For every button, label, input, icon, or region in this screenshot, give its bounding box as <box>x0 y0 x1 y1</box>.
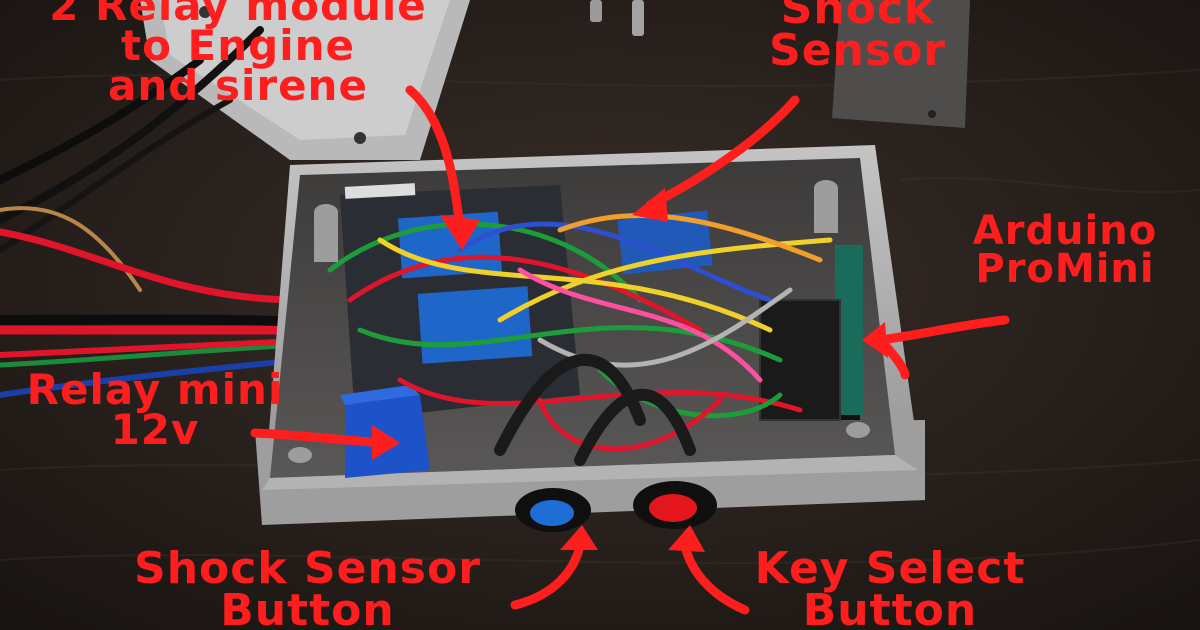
label-shock-sensor: Shock Sensor <box>769 0 946 76</box>
label-relay-mini: Relay mini 12v <box>26 365 284 454</box>
arrow-heads <box>372 188 888 552</box>
arrow-relay-module <box>405 85 465 235</box>
shock-button-cap <box>530 500 574 526</box>
label-relay-module: 2 Relay module to Engine and sirene <box>49 0 427 110</box>
arrow-shock-sensor <box>645 95 800 210</box>
relay-module-board <box>340 183 580 420</box>
arrow-shock-button <box>510 540 585 610</box>
dark-panel <box>832 0 970 128</box>
label-shock-sensor-button: Shock Sensor Button <box>134 543 481 630</box>
key-select-button <box>633 481 717 529</box>
label-arduino-promini: Arduino ProMini <box>972 208 1158 292</box>
blue-mini-relay <box>340 385 430 478</box>
standoffs <box>288 180 870 463</box>
internal-wires <box>327 213 833 466</box>
enclosure-lid <box>140 0 470 160</box>
arrow-relay-mini <box>250 428 390 448</box>
key-button-cap <box>649 494 697 522</box>
shock-sensor-board <box>617 210 713 275</box>
external-cables <box>0 26 345 398</box>
screws <box>590 0 644 36</box>
arrow-key-button <box>680 540 750 615</box>
shock-sensor-button <box>515 488 591 532</box>
arrow-arduino <box>875 315 1010 345</box>
label-key-select-button: Key Select Button <box>754 543 1026 630</box>
